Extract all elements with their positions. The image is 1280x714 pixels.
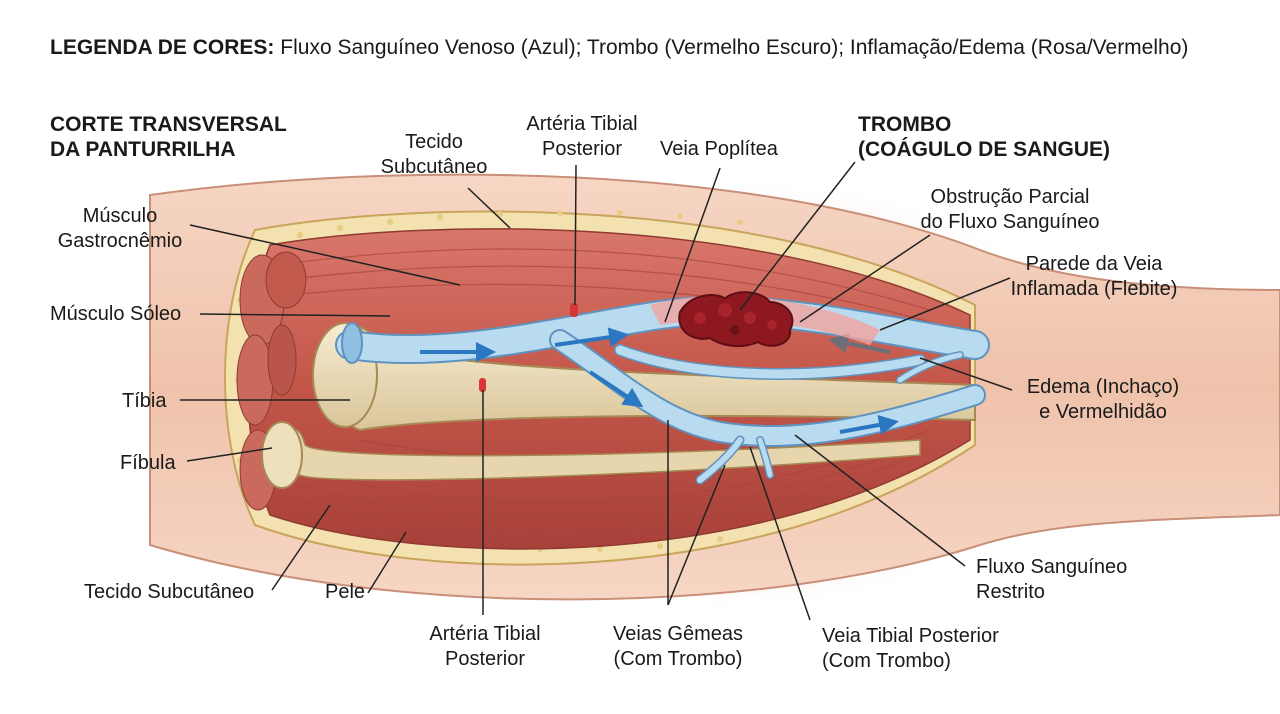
- fibula-head: [261, 421, 303, 489]
- label-arteria-tibial-bottom: Artéria Tibial Posterior: [429, 623, 541, 670]
- label-fluxo-restrito: Fluxo Sanguíneo Restrito: [976, 556, 1128, 603]
- tibial-artery-top: [570, 303, 578, 317]
- label-veias-gemeas: Veias Gêmeas (Com Trombo): [612, 623, 744, 670]
- label-obstrucao: Obstrução Parcial do Fluxo Sanguíneo: [920, 186, 1100, 233]
- label-tecido-subcutaneo-bottom: Tecido Subcutâneo: [84, 581, 255, 603]
- thrombus-clot: [678, 291, 794, 348]
- label-musculo-soleo: Músculo Sóleo: [50, 303, 182, 325]
- vein-opening: [341, 322, 363, 364]
- fibula-bone: [275, 428, 921, 481]
- legend-prefix: LEGENDA DE CORES:: [50, 36, 275, 59]
- tibial-artery-bottom: [479, 378, 486, 392]
- label-veia-tibial-posterior: Veia Tibial Posterior (Com Trombo): [822, 625, 999, 672]
- label-musculo-gastrocnemio: Músculo Gastrocnêmio: [57, 205, 183, 252]
- legend-text: Fluxo Sanguíneo Venoso (Azul); Trombo (V…: [280, 36, 1189, 59]
- thrombus-title: TROMBO (COÁGULO DE SANGUE): [858, 113, 1110, 161]
- cross-section-face: [236, 251, 307, 511]
- section-title: CORTE TRANSVERSAL DA PANTURRILHA: [50, 113, 287, 161]
- label-veia-poplitea: Veia Poplítea: [660, 138, 778, 160]
- flow-arrows: [420, 327, 899, 435]
- label-pele: Pele: [325, 581, 366, 603]
- label-fibula: Fíbula: [120, 452, 176, 474]
- label-tecido-subcutaneo-top: Tecido Subcutâneo: [380, 131, 488, 178]
- label-arteria-tibial-top: Artéria Tibial Posterior: [526, 113, 638, 160]
- label-edema: Edema (Inchaço) e Vermelhidão: [1026, 376, 1180, 423]
- label-tibia: Tíbia: [122, 390, 167, 412]
- muscle-fibres: [299, 248, 931, 532]
- leader-lines: [180, 161, 1013, 621]
- reverse-flow-arrow: [828, 333, 891, 354]
- label-parede-veia: Parede da Veia Inflamada (Flebite): [1010, 253, 1178, 300]
- color-legend: LEGENDA DE CORES: Fluxo Sanguíneo Venoso…: [50, 36, 1250, 60]
